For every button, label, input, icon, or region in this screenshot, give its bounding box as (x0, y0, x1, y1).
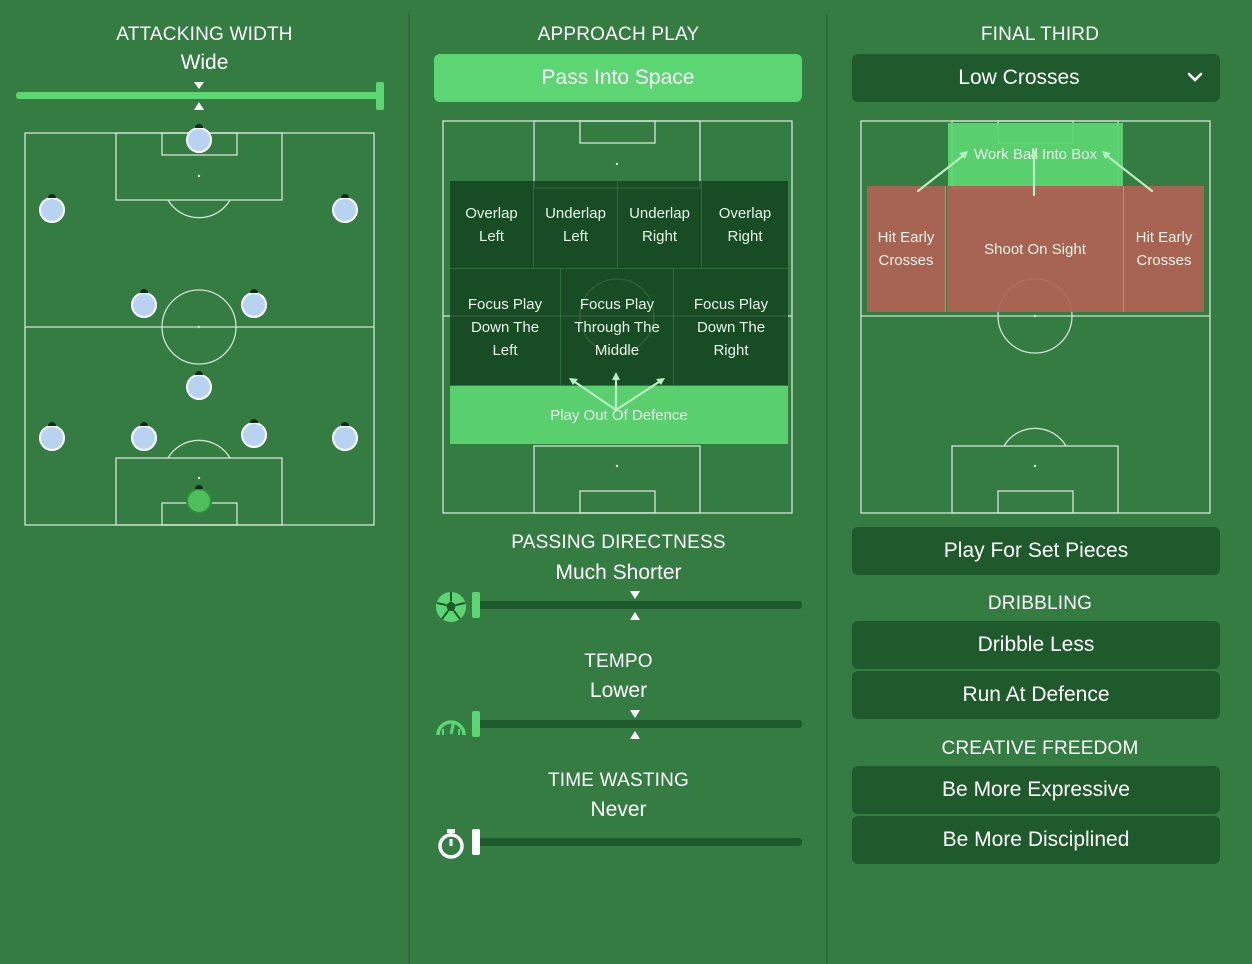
pass-into-space-button[interactable]: Pass Into Space (434, 54, 802, 102)
gauge-icon (436, 720, 466, 736)
player-st[interactable] (186, 124, 212, 153)
final-third-dropdown-value: Low Crosses (958, 66, 1080, 89)
zone-focus-left[interactable]: Focus Play Down The Left (450, 269, 561, 385)
build-up-arrows-icon (569, 372, 665, 412)
column-divider (826, 14, 828, 964)
dribble-less-button[interactable]: Dribble Less (852, 621, 1220, 669)
zone-focus-middle-label: Focus Play Through The Middle (574, 295, 660, 359)
attack-arrows-icon (916, 149, 1154, 197)
column-divider (408, 14, 410, 964)
zone-overlap-right-label: Overlap Right (718, 205, 772, 245)
zone-overlap-left[interactable]: Overlap Left (450, 181, 534, 269)
zone-hit-early-crosses-left-label: Hit Early Crosses (877, 229, 935, 269)
creative-freedom-heading: CREATIVE FREEDOM (941, 738, 1139, 759)
zone-underlap-left-label: Underlap Left (545, 205, 606, 245)
attacking-width-heading: ATTACKING WIDTH (116, 24, 293, 45)
time-wasting-value: Never (590, 798, 647, 821)
player-mcr[interactable] (241, 289, 267, 318)
tempo-value: Lower (589, 679, 648, 702)
tempo-default-marker (630, 710, 640, 739)
tempo-slider-handle[interactable] (472, 711, 480, 737)
zone-focus-right[interactable]: Focus Play Down The Right (674, 269, 788, 385)
zone-hit-early-crosses-left[interactable]: Hit Early Crosses (867, 186, 946, 312)
dribbling-heading: DRIBBLING (987, 593, 1093, 614)
play-for-set-pieces-button[interactable]: Play For Set Pieces (852, 527, 1220, 575)
attacking-width-default-marker (194, 82, 204, 110)
run-at-defence-button[interactable]: Run At Defence (852, 671, 1220, 719)
zone-shoot-on-sight[interactable]: Shoot On Sight (947, 186, 1124, 312)
final-third-heading: FINAL THIRD (980, 24, 1100, 45)
ball-icon (436, 592, 466, 622)
time-wasting-heading: TIME WASTING (547, 770, 690, 791)
zone-focus-middle[interactable]: Focus Play Through The Middle (561, 269, 674, 385)
approach-play-heading: APPROACH PLAY (537, 24, 700, 45)
final-third-dropdown[interactable]: Low Crosses (852, 54, 1220, 102)
attacking-width-value: Wide (180, 51, 229, 74)
zone-hit-early-crosses-right[interactable]: Hit Early Crosses (1124, 186, 1204, 312)
zone-play-out-of-defence-label: Play Out Of Defence (550, 406, 688, 424)
approach-play-panel: APPROACH PLAY Pass Into Space Overlap Le… (410, 0, 827, 964)
zone-underlap-right[interactable]: Underlap Right (618, 181, 702, 269)
player-dm[interactable] (186, 371, 212, 400)
chevron-down-icon (1187, 72, 1203, 82)
zone-focus-right-label: Focus Play Down The Right (693, 295, 769, 359)
formation-pitch (24, 130, 376, 526)
be-more-disciplined-button[interactable]: Be More Disciplined (852, 816, 1220, 864)
time-wasting-slider-handle[interactable] (472, 829, 480, 855)
passing-directness-heading: PASSING DIRECTNESS (511, 532, 726, 553)
player-dcl[interactable] (131, 422, 157, 451)
passing-directness-slider-handle[interactable] (472, 592, 480, 618)
stopwatch-icon (438, 829, 464, 859)
zone-overlap-right[interactable]: Overlap Right (702, 181, 788, 269)
player-dl[interactable] (39, 422, 65, 451)
player-amr[interactable] (332, 194, 358, 223)
passing-directness-value: Much Shorter (555, 561, 682, 584)
player-dr[interactable] (332, 422, 358, 451)
zone-divider (450, 268, 788, 269)
player-mcl[interactable] (131, 289, 157, 318)
passing-directness-default-marker (630, 591, 640, 620)
attacking-width-slider-fill[interactable] (16, 92, 382, 99)
attacking-width-panel: ATTACKING WIDTH Wide (0, 0, 409, 964)
attacking-width-slider-handle[interactable] (376, 82, 384, 110)
player-aml[interactable] (39, 194, 65, 223)
passing-directness-slider-track[interactable] (476, 601, 802, 609)
zone-focus-left-label: Focus Play Down The Left (467, 295, 543, 359)
zone-hit-early-crosses-right-label: Hit Early Crosses (1135, 229, 1193, 269)
final-third-panel: FINAL THIRD Low Crosses Work Ball Into B… (828, 0, 1252, 964)
zone-underlap-left[interactable]: Underlap Left (534, 181, 618, 269)
tempo-slider-track[interactable] (476, 720, 802, 728)
tempo-heading: TEMPO (584, 651, 653, 672)
zone-underlap-right-label: Underlap Right (629, 205, 690, 245)
zone-shoot-on-sight-label: Shoot On Sight (984, 240, 1086, 258)
zone-play-out-of-defence[interactable]: Play Out Of Defence (450, 386, 788, 444)
time-wasting-slider-track[interactable] (476, 838, 802, 846)
be-more-expressive-button[interactable]: Be More Expressive (852, 766, 1220, 814)
player-gk[interactable] (186, 485, 212, 514)
player-dcr[interactable] (241, 419, 267, 448)
zone-overlap-left-label: Overlap Left (465, 205, 518, 245)
